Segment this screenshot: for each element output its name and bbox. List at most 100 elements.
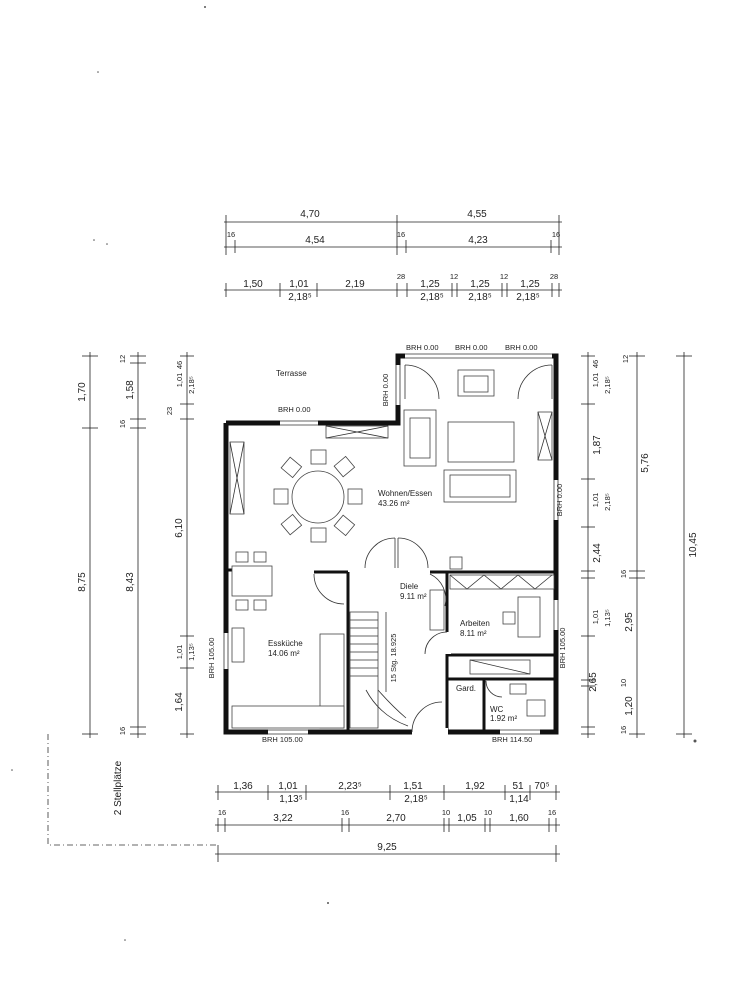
dim-bottom-sub-a: 1,13⁵ xyxy=(279,794,303,805)
dim-bottom-row2-i: 16 xyxy=(548,808,556,817)
dim-left-inner-c: 2,18⁵ xyxy=(187,376,196,394)
dim-bottom-row2-h: 1,60 xyxy=(509,813,529,824)
scan-specks xyxy=(11,6,697,941)
brh-top-2: BRH 0.00 xyxy=(455,343,488,352)
dim-bottom-total: 9,25 xyxy=(377,842,397,853)
bottom-dimension-lines: 1,36 1,01 2,23⁵ 1,51 1,92 51 70⁵ 1,13⁵ 2… xyxy=(215,781,560,862)
dim-bottom-row1-d: 1,51 xyxy=(403,781,423,792)
dim-bottom-row2-c: 16 xyxy=(341,808,349,817)
dim-bottom-row2-b: 3,22 xyxy=(273,813,293,824)
dim-top-row3-j: 28 xyxy=(550,272,558,281)
dim-left-inner-g: 1,13⁵ xyxy=(187,643,196,661)
dim-right-inner-g: 2,44 xyxy=(592,543,603,563)
dim-top-row3-c: 2,19 xyxy=(345,279,365,290)
dim-left-inner-b: 46 xyxy=(175,361,184,369)
dim-top-row2-e: 16 xyxy=(552,230,560,239)
brh-top-3: BRH 0.00 xyxy=(505,343,538,352)
dim-top-sub-b: 2,18⁵ xyxy=(420,292,444,303)
room-terrasse: Terrasse xyxy=(276,369,307,378)
dim-right-mid-a: 12 xyxy=(621,355,630,363)
dim-right-inner-l: 10 xyxy=(619,679,628,687)
brh-door-vertical: BRH 0.00 xyxy=(381,374,390,407)
room-labels: Terrasse Wohnen/Essen 43.26 m² Diele 9.1… xyxy=(268,369,517,723)
dim-top-row3-f: 12 xyxy=(450,272,458,281)
dim-top-row3-e: 1,25 xyxy=(420,279,440,290)
dim-bottom-row2-g: 10 xyxy=(484,808,492,817)
dim-left-inner-a: 1,01 xyxy=(175,373,184,388)
brh-top-1: BRH 0.00 xyxy=(406,343,439,352)
parking-area: 2 Stellplätze xyxy=(47,734,218,846)
dim-top-row3-g: 1,25 xyxy=(470,279,490,290)
dim-left-mid-d: 8,43 xyxy=(125,572,136,592)
dim-top-1: 4,70 xyxy=(300,209,320,220)
room-wc-area: 1.92 m² xyxy=(490,714,517,723)
dim-right-outer: 10,45 xyxy=(688,532,699,557)
dim-bottom-row2-d: 2,70 xyxy=(386,813,406,824)
dim-bottom-row1-e: 1,92 xyxy=(465,781,485,792)
dim-right-inner-j: 1,13⁵ xyxy=(603,609,612,627)
room-wohnen: Wohnen/Essen xyxy=(378,489,432,498)
dim-top-row3-b: 1,01 xyxy=(289,279,309,290)
furniture xyxy=(229,369,555,729)
dim-right-inner-c: 2,18⁵ xyxy=(603,376,612,394)
stairs-label: 15 Stg. 18.925 xyxy=(389,634,398,683)
dim-right-inner-a: 1,01 xyxy=(591,373,600,388)
brh-left: BRH 105.00 xyxy=(207,638,216,679)
dim-bottom-row1-c: 2,23⁵ xyxy=(338,781,362,792)
brh-right: BRH 0.00 xyxy=(555,484,564,517)
dim-bottom-row1-f: 51 xyxy=(512,781,524,792)
dim-left-mid-c: 16 xyxy=(118,420,127,428)
dim-right-inner-d: 1,87 xyxy=(592,435,603,455)
room-gard: Gard. xyxy=(456,684,476,693)
dim-top-row3-a: 1,50 xyxy=(243,279,263,290)
dim-right-inner-h: 16 xyxy=(619,570,628,578)
dim-top-sub-d: 2,18⁵ xyxy=(516,292,540,303)
right-dimension-lines: 1,01 46 2,18⁵ 1,87 1,01 2,18⁵ 2,44 16 1,… xyxy=(581,352,699,738)
dim-left-inner-h: 1,64 xyxy=(174,692,185,712)
wall-openings xyxy=(222,352,560,736)
dim-right-inner-f: 2,18⁵ xyxy=(603,493,612,511)
room-diele: Diele xyxy=(400,582,419,591)
dim-bottom-row1-a: 1,36 xyxy=(233,781,253,792)
dim-right-inner-m: 1,20 xyxy=(624,696,635,716)
dim-top-row3-i: 1,25 xyxy=(520,279,540,290)
dim-bottom-sub-b: 2,18⁵ xyxy=(404,794,428,805)
dim-left-mid-b: 1,58 xyxy=(125,380,136,400)
dim-top-row2-a: 16 xyxy=(227,230,235,239)
doors xyxy=(313,364,553,733)
parking-label: 2 Stellplätze xyxy=(113,760,124,815)
room-wc: WC xyxy=(490,705,504,714)
dim-bottom-row2-e: 10 xyxy=(442,808,450,817)
dim-left-outer-a: 1,70 xyxy=(77,382,88,402)
dim-top-sub-a: 2,18⁵ xyxy=(288,292,312,303)
dim-left-inner-f: 1,01 xyxy=(175,645,184,660)
dim-left-inner-d: 23 xyxy=(165,407,174,415)
dim-left-mid-a: 12 xyxy=(118,355,127,363)
dim-right-inner-e: 1,01 xyxy=(591,493,600,508)
room-kueche-area: 14.06 m² xyxy=(268,649,300,658)
room-kueche: Essküche xyxy=(268,639,303,648)
room-wohnen-area: 43.26 m² xyxy=(378,499,410,508)
brh-terrace: BRH 0.00 xyxy=(278,405,311,414)
dim-bottom-row2-a: 16 xyxy=(218,808,226,817)
left-dimension-lines: 1,70 8,75 12 1,58 16 8,43 16 1,01 46 2,1… xyxy=(77,352,196,738)
dim-bottom-row1-g: 70⁵ xyxy=(534,781,549,792)
dim-top-2: 4,55 xyxy=(467,209,487,220)
dim-right-inner-i: 1,01 xyxy=(591,610,600,625)
dim-top-sub-c: 2,18⁵ xyxy=(468,292,492,303)
room-diele-area: 9.11 m² xyxy=(400,592,427,601)
dim-left-inner-e: 6,10 xyxy=(174,518,185,538)
dim-right-inner-k: 2,65 xyxy=(588,672,599,692)
dim-bottom-row2-f: 1,05 xyxy=(457,813,477,824)
dim-right-mid-b: 5,76 xyxy=(640,453,651,473)
dim-top-row2-d: 4,23 xyxy=(468,235,488,246)
dim-top-row3-d: 28 xyxy=(397,272,405,281)
top-dimension-lines: 4,70 4,55 16 4,54 16 4,23 16 1,50 1,01 2… xyxy=(224,209,562,303)
dim-bottom-sub-c: 1,14 xyxy=(509,794,529,805)
dim-bottom-row1-b: 1,01 xyxy=(278,781,298,792)
room-arbeiten-area: 8.11 m² xyxy=(460,629,487,638)
dim-top-row2-b: 4,54 xyxy=(305,235,325,246)
brh-right-lower: BRH 105.00 xyxy=(558,628,567,669)
dim-top-row3-h: 12 xyxy=(500,272,508,281)
